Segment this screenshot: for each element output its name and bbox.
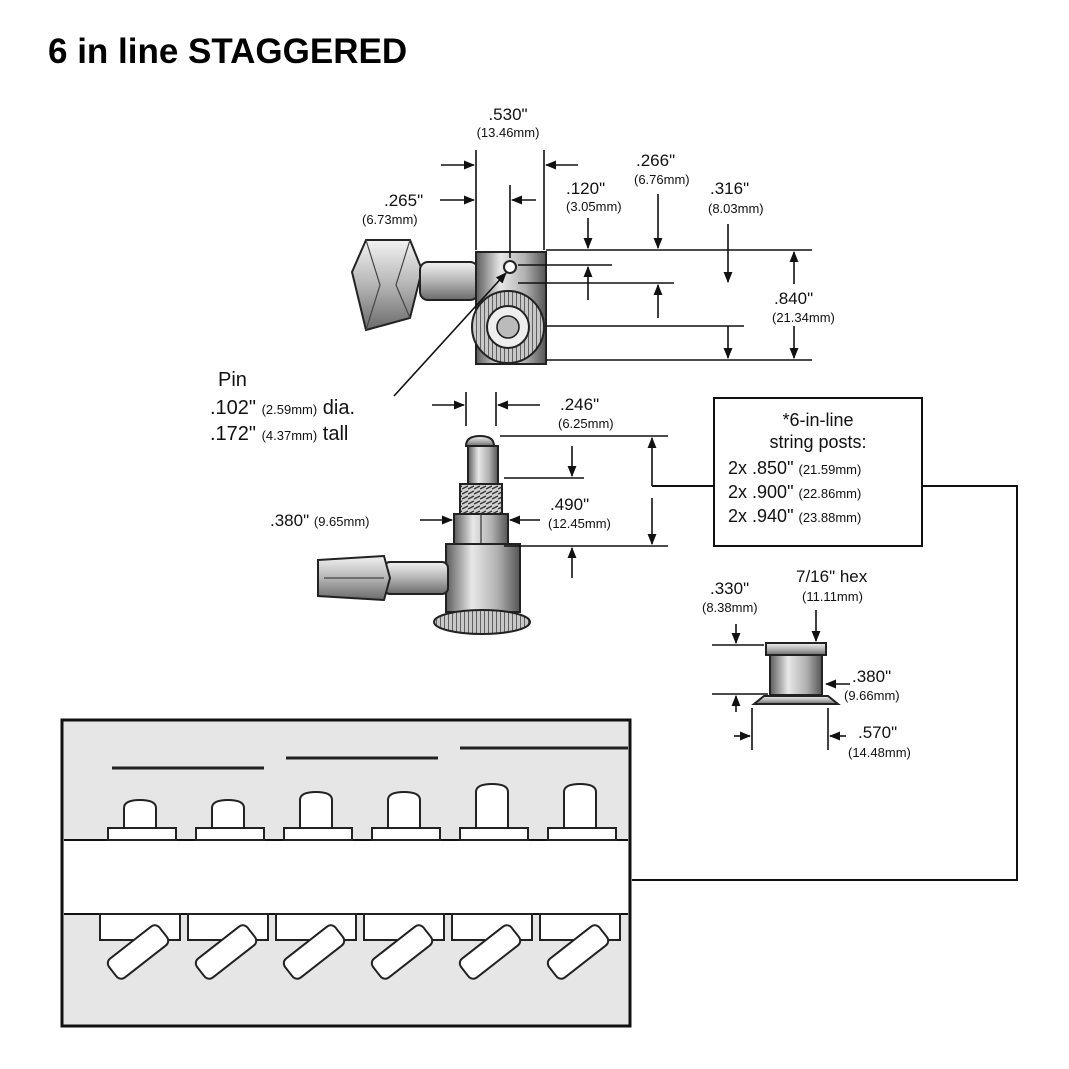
pin-dimensions: .102" (2.59mm) dia. — [210, 397, 355, 419]
tuner-top-view — [350, 239, 547, 365]
dim-380-nut-in: .380" — [852, 667, 891, 686]
posts-item-3-mm: (23.88mm) — [798, 510, 861, 525]
posts-item-3-in: .940" — [752, 506, 793, 526]
posts-item-1-in: .850" — [752, 458, 793, 478]
pin-label: Pin — [218, 369, 247, 391]
dim-246-in: .246" — [560, 395, 599, 414]
hex-nut-drawing — [751, 642, 841, 705]
posts-heading-2: string posts: — [769, 432, 866, 452]
side-dimension-lines — [420, 392, 668, 578]
pin-dia-in: .102" — [210, 397, 256, 419]
dim-380-nut-mm: (9.66mm) — [844, 688, 900, 703]
dim-840-mm: (21.34mm) — [772, 310, 835, 325]
posts-item-1: 2x .850" (21.59mm) — [728, 458, 861, 478]
dim-316-in: .316" — [710, 179, 749, 198]
dim-570-in: .570" — [858, 723, 897, 742]
dim-330-mm: (8.38mm) — [702, 600, 758, 615]
string-posts-box — [713, 397, 923, 547]
dim-316-mm: (8.03mm) — [708, 201, 764, 216]
post-shaft — [467, 445, 499, 485]
hex-mm: (11.11mm) — [802, 589, 863, 604]
pin-tall-in: .172" — [210, 423, 256, 445]
dim-570-mm: (14.48mm) — [848, 745, 911, 760]
posts-item-2-qty: 2x — [728, 482, 747, 502]
posts-heading-1: *6-in-line — [782, 410, 853, 430]
dim-330-in: .330" — [710, 579, 749, 598]
dim-380-post: .380" (9.65mm) — [270, 511, 369, 530]
housing-body — [445, 543, 521, 613]
posts-item-1-mm: (21.59mm) — [798, 462, 861, 477]
tuner-side-view — [317, 434, 531, 635]
tuner-shaft — [419, 261, 479, 301]
dim-246-mm: (6.25mm) — [558, 416, 614, 431]
side-gear — [433, 609, 531, 635]
side-shaft — [383, 561, 449, 595]
pin-dia-suffix: dia. — [323, 397, 355, 419]
posts-item-3-qty: 2x — [728, 506, 747, 526]
pin-height: .172" (4.37mm) tall — [210, 423, 348, 445]
dim-265-in: .265" — [384, 191, 423, 210]
dim-490-in: .490" — [550, 495, 589, 514]
dim-530-mm: (13.46mm) — [477, 125, 540, 140]
dim-380-post-mm: (9.65mm) — [314, 514, 370, 529]
pin-tall-mm: (4.37mm) — [262, 428, 318, 443]
dim-490-mm: (12.45mm) — [548, 516, 611, 531]
dim-265-mm: (6.73mm) — [362, 212, 418, 227]
pin-dia-mm: (2.59mm) — [262, 402, 318, 417]
nut-dimension-lines — [712, 610, 850, 750]
pin-tall-suffix: tall — [323, 423, 349, 445]
dim-380-post-in: .380" — [270, 511, 309, 530]
headstock-inset — [60, 718, 632, 1028]
posts-item-2-mm: (22.86mm) — [798, 486, 861, 501]
dim-120-in: .120" — [566, 179, 605, 198]
posts-item-3: 2x .940" (23.88mm) — [728, 506, 861, 526]
top-dimension-lines — [393, 150, 812, 397]
dim-266-in: .266" — [636, 151, 675, 170]
posts-item-1-qty: 2x — [728, 458, 747, 478]
dim-120-mm: (3.05mm) — [566, 199, 622, 214]
locator-pin — [503, 260, 517, 274]
dim-840-in: .840" — [774, 289, 813, 308]
connector-lines — [632, 485, 1018, 881]
post-thread — [459, 483, 503, 515]
posts-item-2: 2x .900" (22.86mm) — [728, 482, 861, 502]
dim-530-in: .530" — [488, 105, 527, 124]
dim-266-mm: (6.76mm) — [634, 172, 690, 187]
posts-item-2-in: .900" — [752, 482, 793, 502]
hex-in: 7/16" hex — [796, 567, 868, 586]
post-cap — [464, 434, 496, 447]
page-title: 6 in line STAGGERED — [48, 32, 408, 71]
tuner-button — [350, 239, 424, 332]
